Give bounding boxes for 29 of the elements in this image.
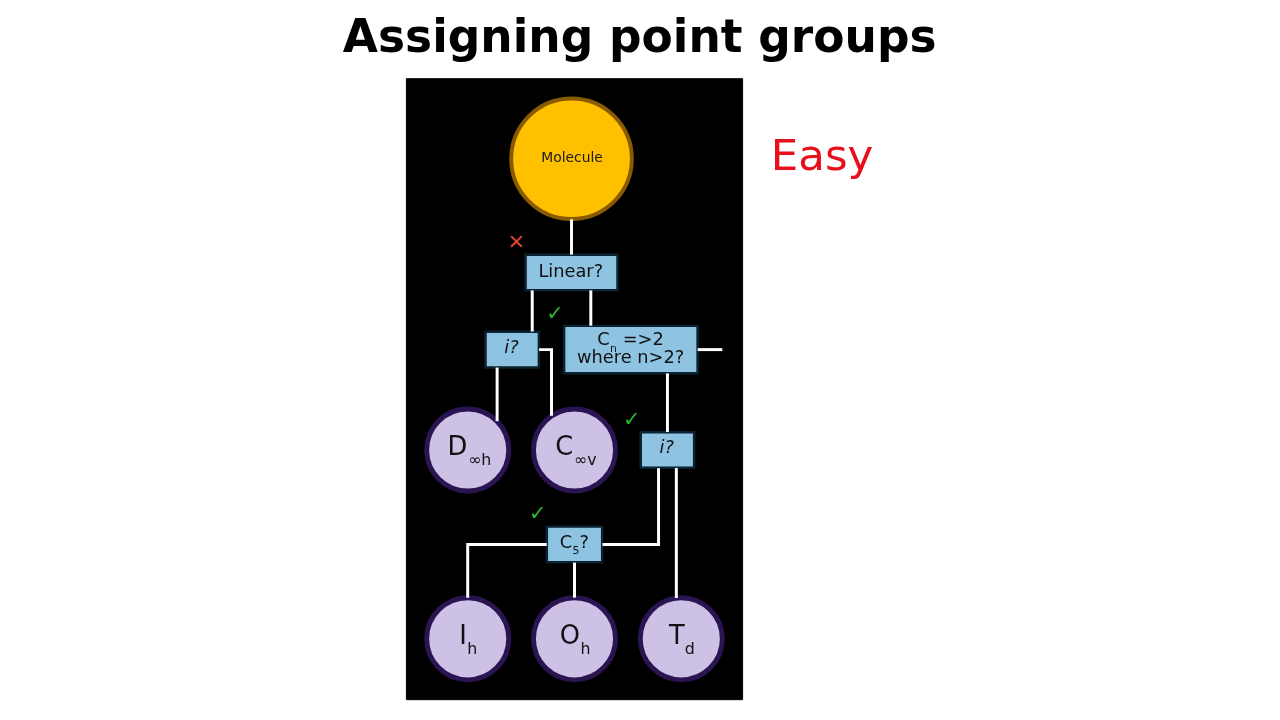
connector (665, 373, 669, 432)
connector (569, 219, 573, 255)
node-box: Linear? (523, 253, 619, 292)
connector (674, 468, 678, 599)
connector (465, 542, 547, 598)
node-box: i? (483, 330, 540, 369)
node-label: ✓ (528, 501, 546, 526)
node-circle: Molecule (508, 96, 634, 222)
node-circle: I$_{h}$ (423, 595, 511, 683)
label: Easy (770, 129, 873, 180)
connector (697, 348, 722, 352)
node-circle: T$_{d}$ (637, 595, 725, 683)
cluster (405, 78, 743, 701)
diagram-title: Assigning point groups (342, 9, 937, 63)
node-box: C$_{5}$? (545, 525, 603, 564)
node-label: ✕ (507, 229, 525, 254)
connector (495, 367, 499, 422)
connector (602, 468, 660, 546)
node-label: ✓ (622, 407, 640, 432)
node-box: C$_{n}$ =>2 where n>2? (562, 324, 699, 375)
connector (530, 290, 534, 332)
node-label: ✓ (545, 300, 564, 325)
connector (588, 290, 592, 326)
node-box: i? (639, 430, 695, 469)
node-circle: C$_{∞v}$ (530, 406, 618, 494)
connector (572, 562, 576, 598)
connector (538, 348, 553, 416)
node-circle: D$_{∞h}$ (423, 406, 511, 494)
node-circle: O$_{h}$ (530, 595, 618, 683)
